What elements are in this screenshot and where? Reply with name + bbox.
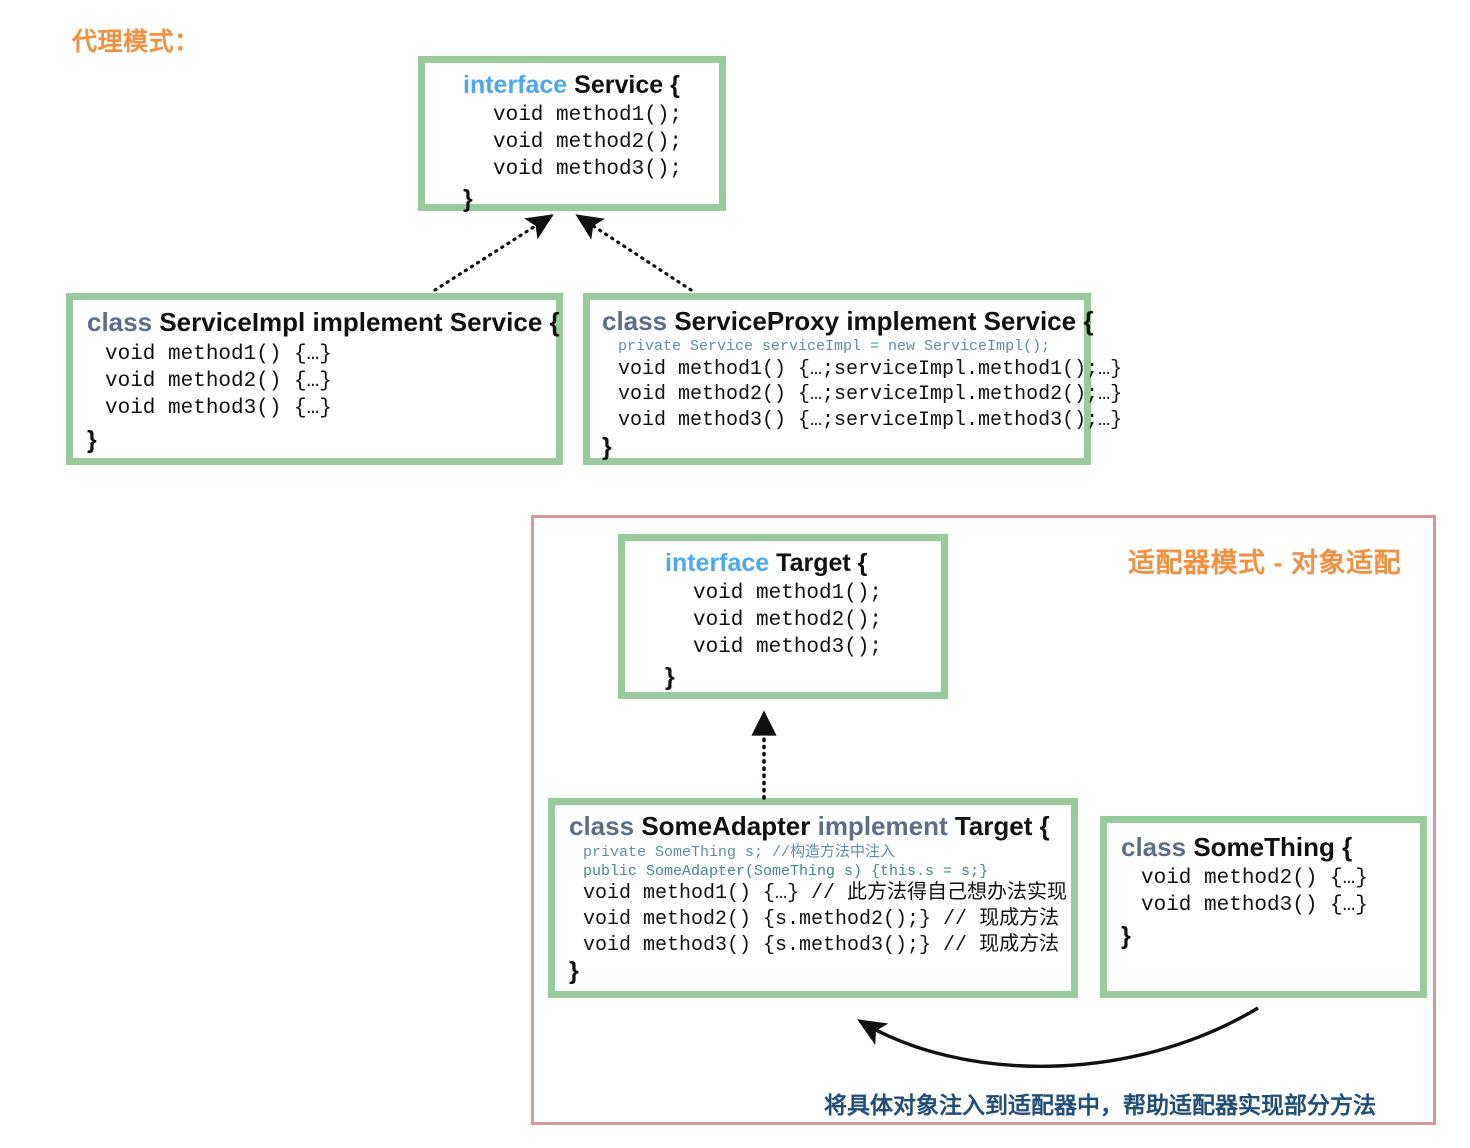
some-thing-method-3: void method3() {…}	[1141, 893, 1368, 917]
some-adapter-closing-brace: }	[569, 957, 579, 986]
class-keyword: class	[87, 307, 153, 337]
some-adapter-target-name: Target {	[954, 811, 1050, 841]
service-interface-name: Service {	[574, 71, 680, 99]
uml-box-some-adapter: class SomeAdapter implement Target { pri…	[548, 798, 1078, 998]
service-impl-method-2: void method2() {…}	[105, 369, 332, 393]
service-proxy-name: ServiceProxy implement Service {	[674, 306, 1094, 336]
service-impl-name: ServiceImpl implement Service {	[159, 307, 560, 337]
some-adapter-name: SomeAdapter	[641, 811, 811, 841]
arrow-serviceimpl-to-service	[433, 214, 554, 292]
target-interface-header: interface Target {	[625, 541, 941, 581]
class-keyword: class	[602, 306, 668, 336]
uml-box-service-proxy: class ServiceProxy implement Service { p…	[583, 293, 1123, 465]
proxy-pattern-title: 代理模式：	[72, 28, 200, 56]
service-impl-closing-brace: }	[87, 425, 97, 454]
target-closing-brace: }	[665, 663, 675, 692]
target-interface-name: Target {	[776, 549, 868, 577]
implement-keyword: implement	[817, 811, 948, 841]
service-proxy-method-2: void method2() {…;serviceImpl.method2();…	[618, 383, 1123, 407]
class-keyword: class	[1121, 832, 1187, 862]
interface-keyword: interface	[665, 549, 770, 577]
some-adapter-method-3: void method3() {s.method3();} // 现成方法	[583, 933, 1060, 957]
interface-keyword: interface	[463, 71, 568, 99]
service-proxy-field: private Service serviceImpl = new Servic…	[618, 337, 1051, 355]
adapter-pattern-panel	[531, 515, 1436, 1125]
adapter-pattern-title: 适配器模式 - 对象适配	[1128, 548, 1401, 578]
service-proxy-closing-brace: }	[602, 433, 612, 462]
some-thing-header: class SomeThing {	[1107, 823, 1420, 866]
class-keyword: class	[569, 811, 635, 841]
service-interface-header: interface Service {	[425, 63, 719, 103]
target-method-1: void method1();	[693, 581, 883, 605]
some-thing-method-2: void method2() {…}	[1141, 866, 1368, 890]
some-thing-name: SomeThing {	[1193, 832, 1353, 862]
some-adapter-method-1: void method1() {…} // 此方法得自己想办法实现	[583, 882, 1068, 906]
some-adapter-header: class SomeAdapter implement Target {	[555, 805, 1071, 844]
service-impl-method-1: void method1() {…}	[105, 342, 332, 366]
service-proxy-header: class ServiceProxy implement Service {	[590, 300, 1093, 338]
service-method-2: void method2();	[493, 130, 683, 154]
target-method-2: void method2();	[693, 608, 883, 632]
uml-box-service-interface: interface Service { void method1(); void…	[418, 56, 726, 214]
uml-box-target-interface: interface Target { void method1(); void …	[618, 534, 948, 699]
some-thing-closing-brace: }	[1121, 921, 1131, 950]
uml-box-service-impl: class ServiceImpl implement Service { vo…	[66, 293, 563, 465]
service-method-3: void method3();	[493, 157, 683, 181]
uml-box-some-thing: class SomeThing { void method2() {…} voi…	[1100, 816, 1427, 998]
adapter-pattern-caption: 将具体对象注入到适配器中，帮助适配器实现部分方法	[824, 1092, 1376, 1118]
service-proxy-method-3: void method3() {…;serviceImpl.method3();…	[618, 408, 1123, 432]
arrow-serviceproxy-to-service	[575, 214, 693, 292]
some-adapter-constructor: public SomeAdapter(SomeThing s) {this.s …	[583, 862, 989, 880]
some-adapter-field: private SomeThing s; //构造方法中注入	[583, 843, 896, 861]
service-proxy-method-1: void method1() {…;serviceImpl.method1();…	[618, 357, 1123, 381]
service-impl-method-3: void method3() {…}	[105, 396, 332, 420]
target-method-3: void method3();	[693, 635, 883, 659]
service-method-1: void method1();	[493, 103, 683, 127]
service-impl-header: class ServiceImpl implement Service {	[73, 300, 560, 342]
service-closing-brace: }	[463, 185, 473, 214]
some-adapter-method-2: void method2() {s.method2();} // 现成方法	[583, 907, 1060, 931]
